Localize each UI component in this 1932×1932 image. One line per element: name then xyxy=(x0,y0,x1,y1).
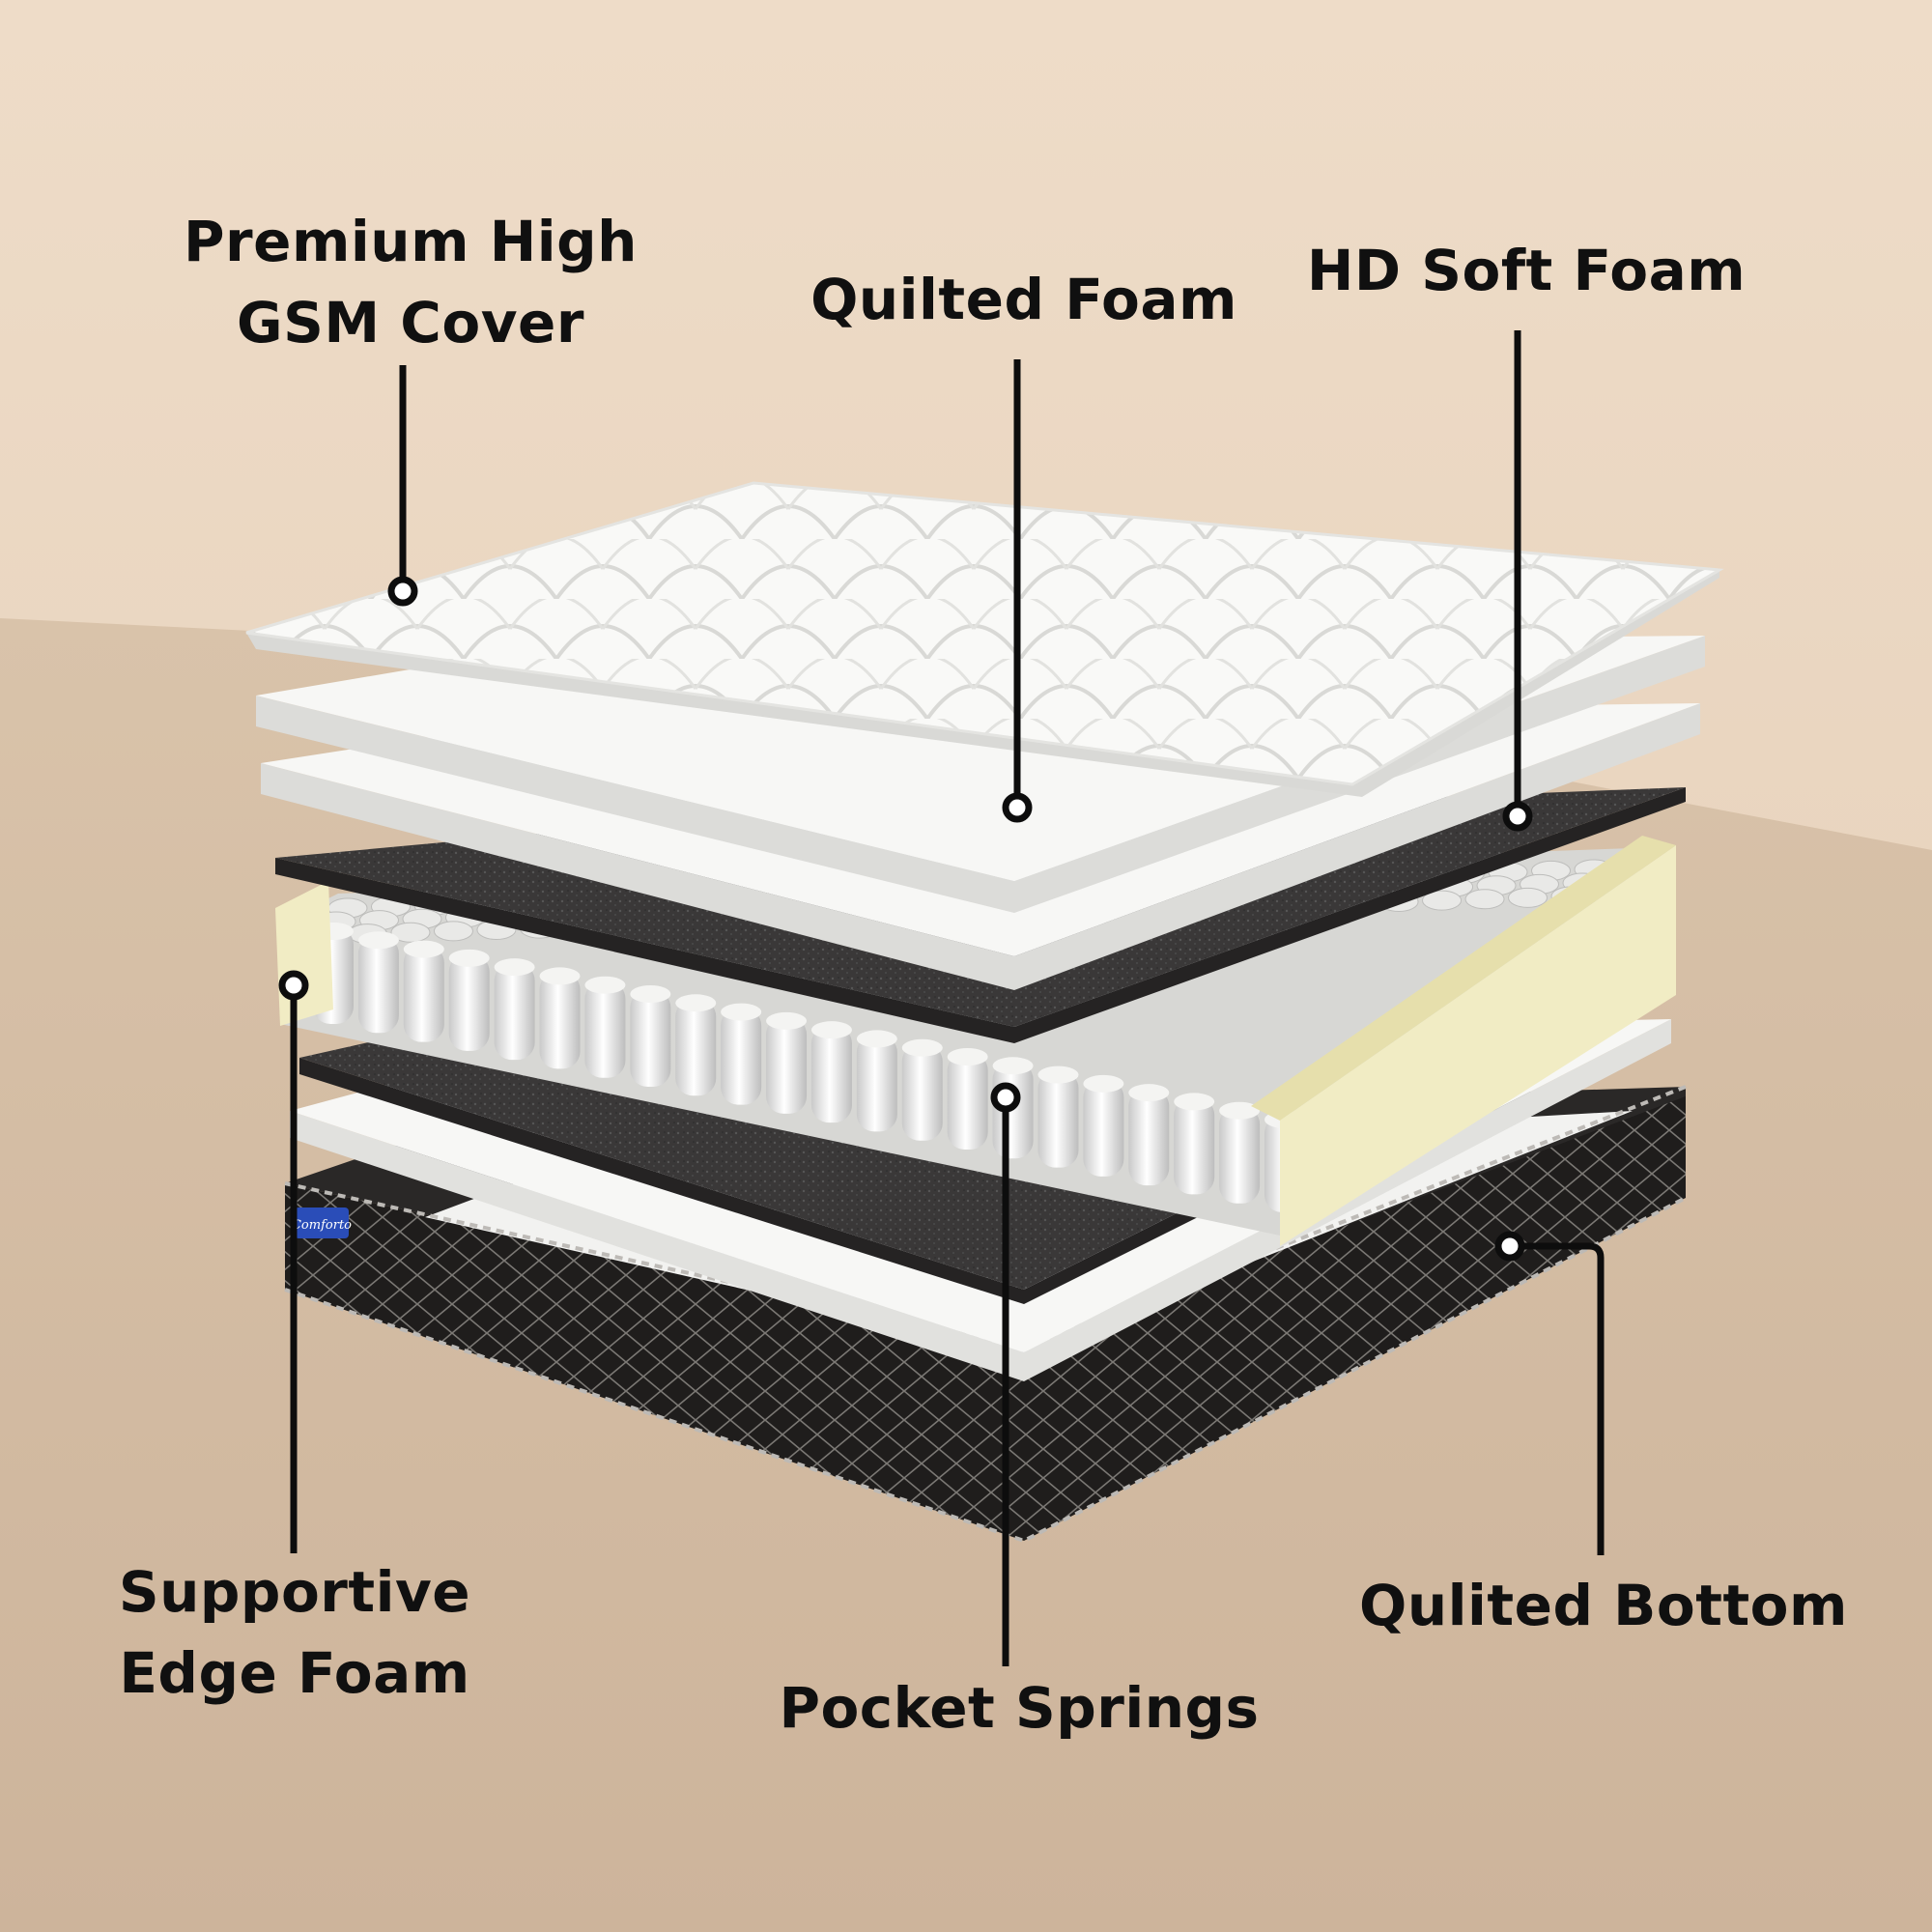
spring-cap xyxy=(584,976,626,994)
spring-cylinder xyxy=(1174,1097,1215,1195)
spring-cap xyxy=(403,940,444,958)
label-supportive-edge-foam: Supportive Edge Foam xyxy=(118,1559,471,1706)
callout-marker-edge-foam xyxy=(278,970,309,1001)
spring-cylinder xyxy=(947,1053,988,1150)
spring-cap xyxy=(675,994,717,1012)
callout-marker-pocket-springs xyxy=(990,1082,1021,1113)
spring-top xyxy=(1422,890,1463,911)
spring-cap xyxy=(448,949,490,967)
spring-cap xyxy=(992,1057,1034,1075)
spring-top xyxy=(1508,887,1548,908)
callout-line-qulited-bottom xyxy=(1510,1242,1605,1555)
spring-cylinder xyxy=(494,963,535,1061)
spring-cap xyxy=(947,1048,988,1065)
edge-foam-front xyxy=(1280,845,1676,1246)
spring-cap xyxy=(721,1003,762,1021)
spring-cylinder xyxy=(1083,1079,1124,1177)
spring-top xyxy=(1464,889,1505,910)
spring-cap xyxy=(901,1038,943,1057)
spring-top xyxy=(390,922,431,943)
spring-cylinder xyxy=(1128,1089,1170,1186)
callout-marker-qulited-bottom xyxy=(1494,1231,1525,1262)
spring-cap xyxy=(494,958,535,977)
callout-marker-hd-soft-foam xyxy=(1502,801,1533,832)
spring-cylinder xyxy=(901,1043,943,1141)
spring-cylinder xyxy=(721,1008,762,1105)
spring-cylinder xyxy=(357,936,399,1034)
callout-marker-quilted-foam xyxy=(1002,792,1033,823)
spring-cylinder xyxy=(810,1026,852,1123)
spring-cap xyxy=(766,1011,808,1030)
spring-cap xyxy=(856,1030,897,1048)
spring-cap xyxy=(1219,1101,1261,1120)
spring-cylinder xyxy=(539,972,581,1069)
spring-cap xyxy=(1037,1065,1079,1084)
spring-cylinder xyxy=(584,980,626,1078)
spring-cap xyxy=(630,985,671,1003)
brand-tag xyxy=(295,1208,349,1238)
spring-top xyxy=(433,921,473,942)
label-pocket-springs: Pocket Springs xyxy=(779,1675,1260,1741)
spring-cap xyxy=(810,1021,852,1039)
callout-marker-cover xyxy=(387,576,418,607)
spring-cap xyxy=(1174,1093,1215,1111)
spring-cylinder xyxy=(1219,1106,1261,1204)
edge-foam-top xyxy=(1251,836,1676,1121)
brand-logo-text: Comforto xyxy=(292,1218,352,1233)
callout-connectors xyxy=(278,330,1605,1666)
spring-cap xyxy=(1128,1084,1170,1102)
label-hd-soft-foam: HD Soft Foam xyxy=(1306,238,1747,303)
spring-cylinder xyxy=(856,1035,897,1132)
spring-cap xyxy=(357,931,399,950)
spring-cap xyxy=(1083,1074,1124,1093)
label-premium-high-gsm-cover: Premium High GSM Cover xyxy=(184,209,638,355)
spring-cylinder xyxy=(403,945,444,1042)
spring-cap xyxy=(539,967,581,985)
spring-cylinder xyxy=(766,1016,808,1114)
label-quilted-foam: Quilted Foam xyxy=(810,267,1237,332)
premium-cover-layer xyxy=(245,481,1724,797)
spring-cylinder xyxy=(1037,1070,1079,1168)
label-qulited-bottom: Qulited Bottom xyxy=(1359,1573,1848,1638)
spring-cylinder xyxy=(630,990,671,1087)
spring-cylinder xyxy=(675,999,717,1096)
spring-cylinder xyxy=(448,953,490,1051)
